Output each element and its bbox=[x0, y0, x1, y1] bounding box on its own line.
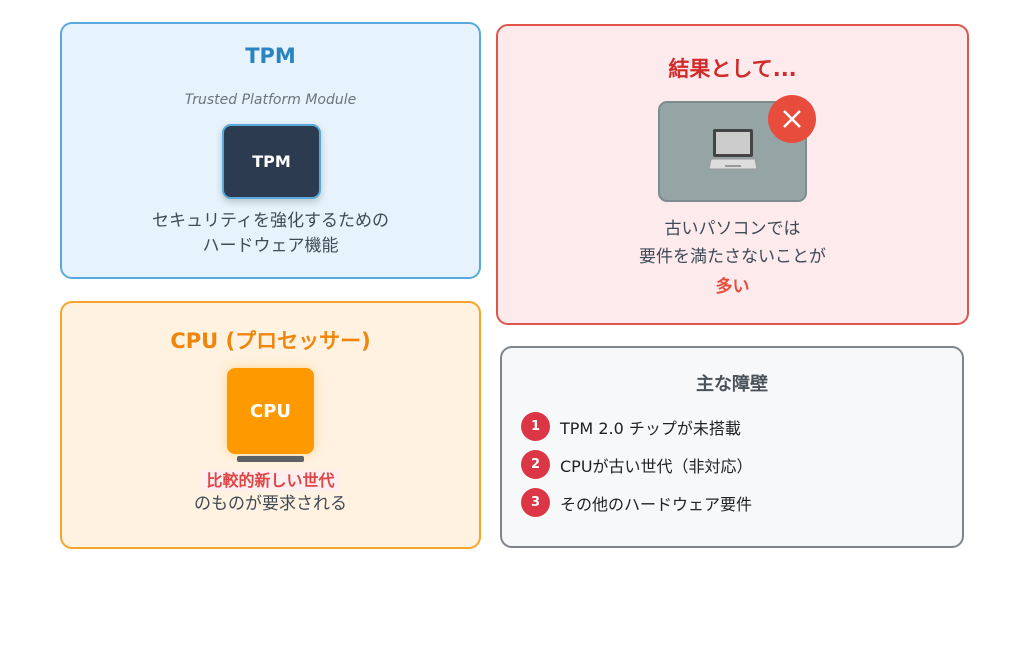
list-item-text: CPUが古い世代（非対応） bbox=[560, 456, 753, 476]
tpm-title: TPM bbox=[245, 44, 296, 68]
number-badge: 3 bbox=[521, 488, 550, 517]
number-badge: 1 bbox=[521, 412, 550, 441]
result-line2: 要件を満たさないことが bbox=[639, 247, 826, 267]
list-item-text: その他のハードウェア要件 bbox=[560, 494, 753, 514]
barriers-title: 主な障壁 bbox=[696, 374, 768, 395]
result-line1: 古いパソコンでは bbox=[664, 219, 801, 239]
result-emphasis: 多い bbox=[715, 277, 750, 297]
laptop-icon bbox=[708, 129, 758, 170]
list-item: 3 その他のハードウェア要件 bbox=[521, 488, 752, 517]
list-item: 1 TPM 2.0 チップが未搭載 bbox=[521, 412, 741, 441]
barriers-card: 主な障壁 1 TPM 2.0 チップが未搭載 2 CPUが古い世代（非対応） 3… bbox=[500, 346, 964, 548]
cpu-card: CPU (プロセッサー) CPU 比較的新しい世代 のものが要求される bbox=[60, 301, 481, 549]
tpm-desc-line2: ハードウェア機能 bbox=[202, 236, 339, 256]
result-title: 結果として... bbox=[668, 57, 797, 81]
cpu-chip-icon: CPU bbox=[227, 368, 314, 454]
cpu-highlight: 比較的新しい世代 bbox=[202, 470, 339, 491]
result-card: 結果として... 古いパソコンでは 要件を満たさないことが 多い bbox=[496, 24, 969, 325]
tpm-subtitle: Trusted Platform Module bbox=[184, 92, 357, 108]
cpu-socket-icon bbox=[237, 456, 304, 462]
list-item: 2 CPUが古い世代（非対応） bbox=[521, 450, 753, 479]
cpu-desc: のものが要求される bbox=[194, 494, 347, 514]
list-item-text: TPM 2.0 チップが未搭載 bbox=[560, 418, 741, 438]
tpm-desc-line1: セキュリティを強化するための bbox=[152, 211, 389, 231]
tpm-chip-icon: TPM bbox=[222, 124, 321, 199]
tpm-chip-label: TPM bbox=[252, 152, 291, 171]
tpm-card: TPM Trusted Platform Module TPM セキュリティを強… bbox=[60, 22, 481, 279]
cpu-chip-label: CPU bbox=[249, 400, 292, 422]
number-badge: 2 bbox=[521, 450, 550, 479]
cpu-title: CPU (プロセッサー) bbox=[170, 329, 371, 353]
error-x-icon bbox=[768, 95, 816, 143]
